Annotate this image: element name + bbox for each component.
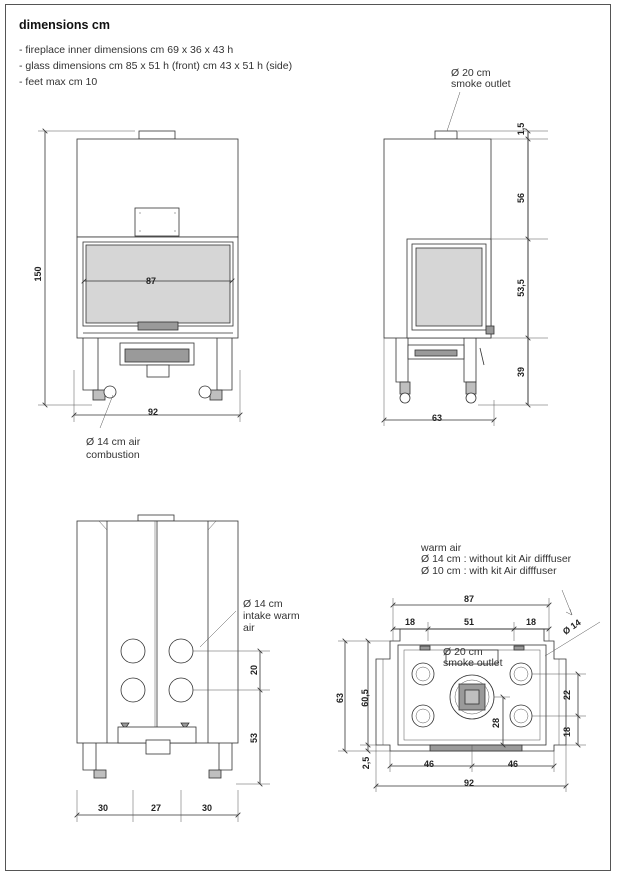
- warm-air-label-3: Ø 10 cm : with kit Air difffuser: [421, 565, 557, 577]
- top-dim-46-right: 46: [508, 759, 519, 769]
- top-dim-51: 51: [464, 617, 475, 627]
- top-dim-60-5: 60,5: [360, 689, 370, 707]
- back-width-30-left: 30: [98, 803, 109, 813]
- side-dim-53-5: 53,5: [516, 279, 526, 297]
- air-combustion-label-2: combustion: [86, 449, 140, 461]
- top-dim-18-right: 18: [526, 617, 537, 627]
- spec-line-2: - glass dimensions cm 85 x 51 h (front) …: [19, 60, 293, 72]
- side-width-label: 63: [432, 413, 443, 423]
- front-height-label: 150: [33, 266, 43, 282]
- spec-line-3: - feet max cm 10: [19, 76, 98, 88]
- side-smoke-label-2: smoke outlet: [451, 78, 511, 90]
- warm-air-label-1: warm air: [421, 542, 462, 554]
- top-view: [338, 589, 601, 792]
- front-width-inner-label: 87: [146, 276, 157, 286]
- air-combustion-label-1: Ø 14 cm air: [86, 436, 141, 448]
- back-width-27: 27: [151, 803, 162, 813]
- top-smoke-label-1: Ø 20 cm: [443, 646, 483, 658]
- top-dim-18-left: 18: [405, 617, 416, 627]
- top-smoke-label-2: smoke outlet: [443, 657, 503, 669]
- drawing-frame: [5, 4, 611, 871]
- top-dim-22: 22: [562, 690, 572, 701]
- front-view: [38, 131, 240, 429]
- back-dim-53: 53: [249, 733, 259, 744]
- front-width-total-label: 92: [148, 407, 159, 417]
- top-dim-46-left: 46: [424, 759, 435, 769]
- top-dim-87: 87: [464, 594, 475, 604]
- top-dim-92: 92: [464, 778, 475, 788]
- side-dim-1-5: 1,5: [516, 122, 526, 136]
- intake-label-3: air: [243, 622, 255, 634]
- top-dim-18-vert: 18: [562, 727, 572, 738]
- side-smoke-label-1: Ø 20 cm: [451, 67, 491, 79]
- top-dim-63: 63: [335, 693, 345, 704]
- side-dim-56: 56: [516, 193, 526, 204]
- back-width-30-right: 30: [202, 803, 213, 813]
- back-dim-20: 20: [249, 665, 259, 676]
- side-view: [384, 91, 548, 426]
- top-dim-2-5: 2,5: [361, 756, 371, 770]
- page-title: dimensions cm: [19, 18, 110, 32]
- top-dim-28: 28: [491, 718, 501, 729]
- intake-label-1: Ø 14 cm: [243, 598, 283, 610]
- spec-line-1: - fireplace inner dimensions cm 69 x 36 …: [19, 44, 234, 56]
- back-view: [77, 514, 270, 822]
- warm-air-label-2: Ø 14 cm : without kit Air difffuser: [421, 553, 572, 565]
- intake-label-2: intake warm: [243, 610, 300, 622]
- side-dim-39: 39: [516, 367, 526, 378]
